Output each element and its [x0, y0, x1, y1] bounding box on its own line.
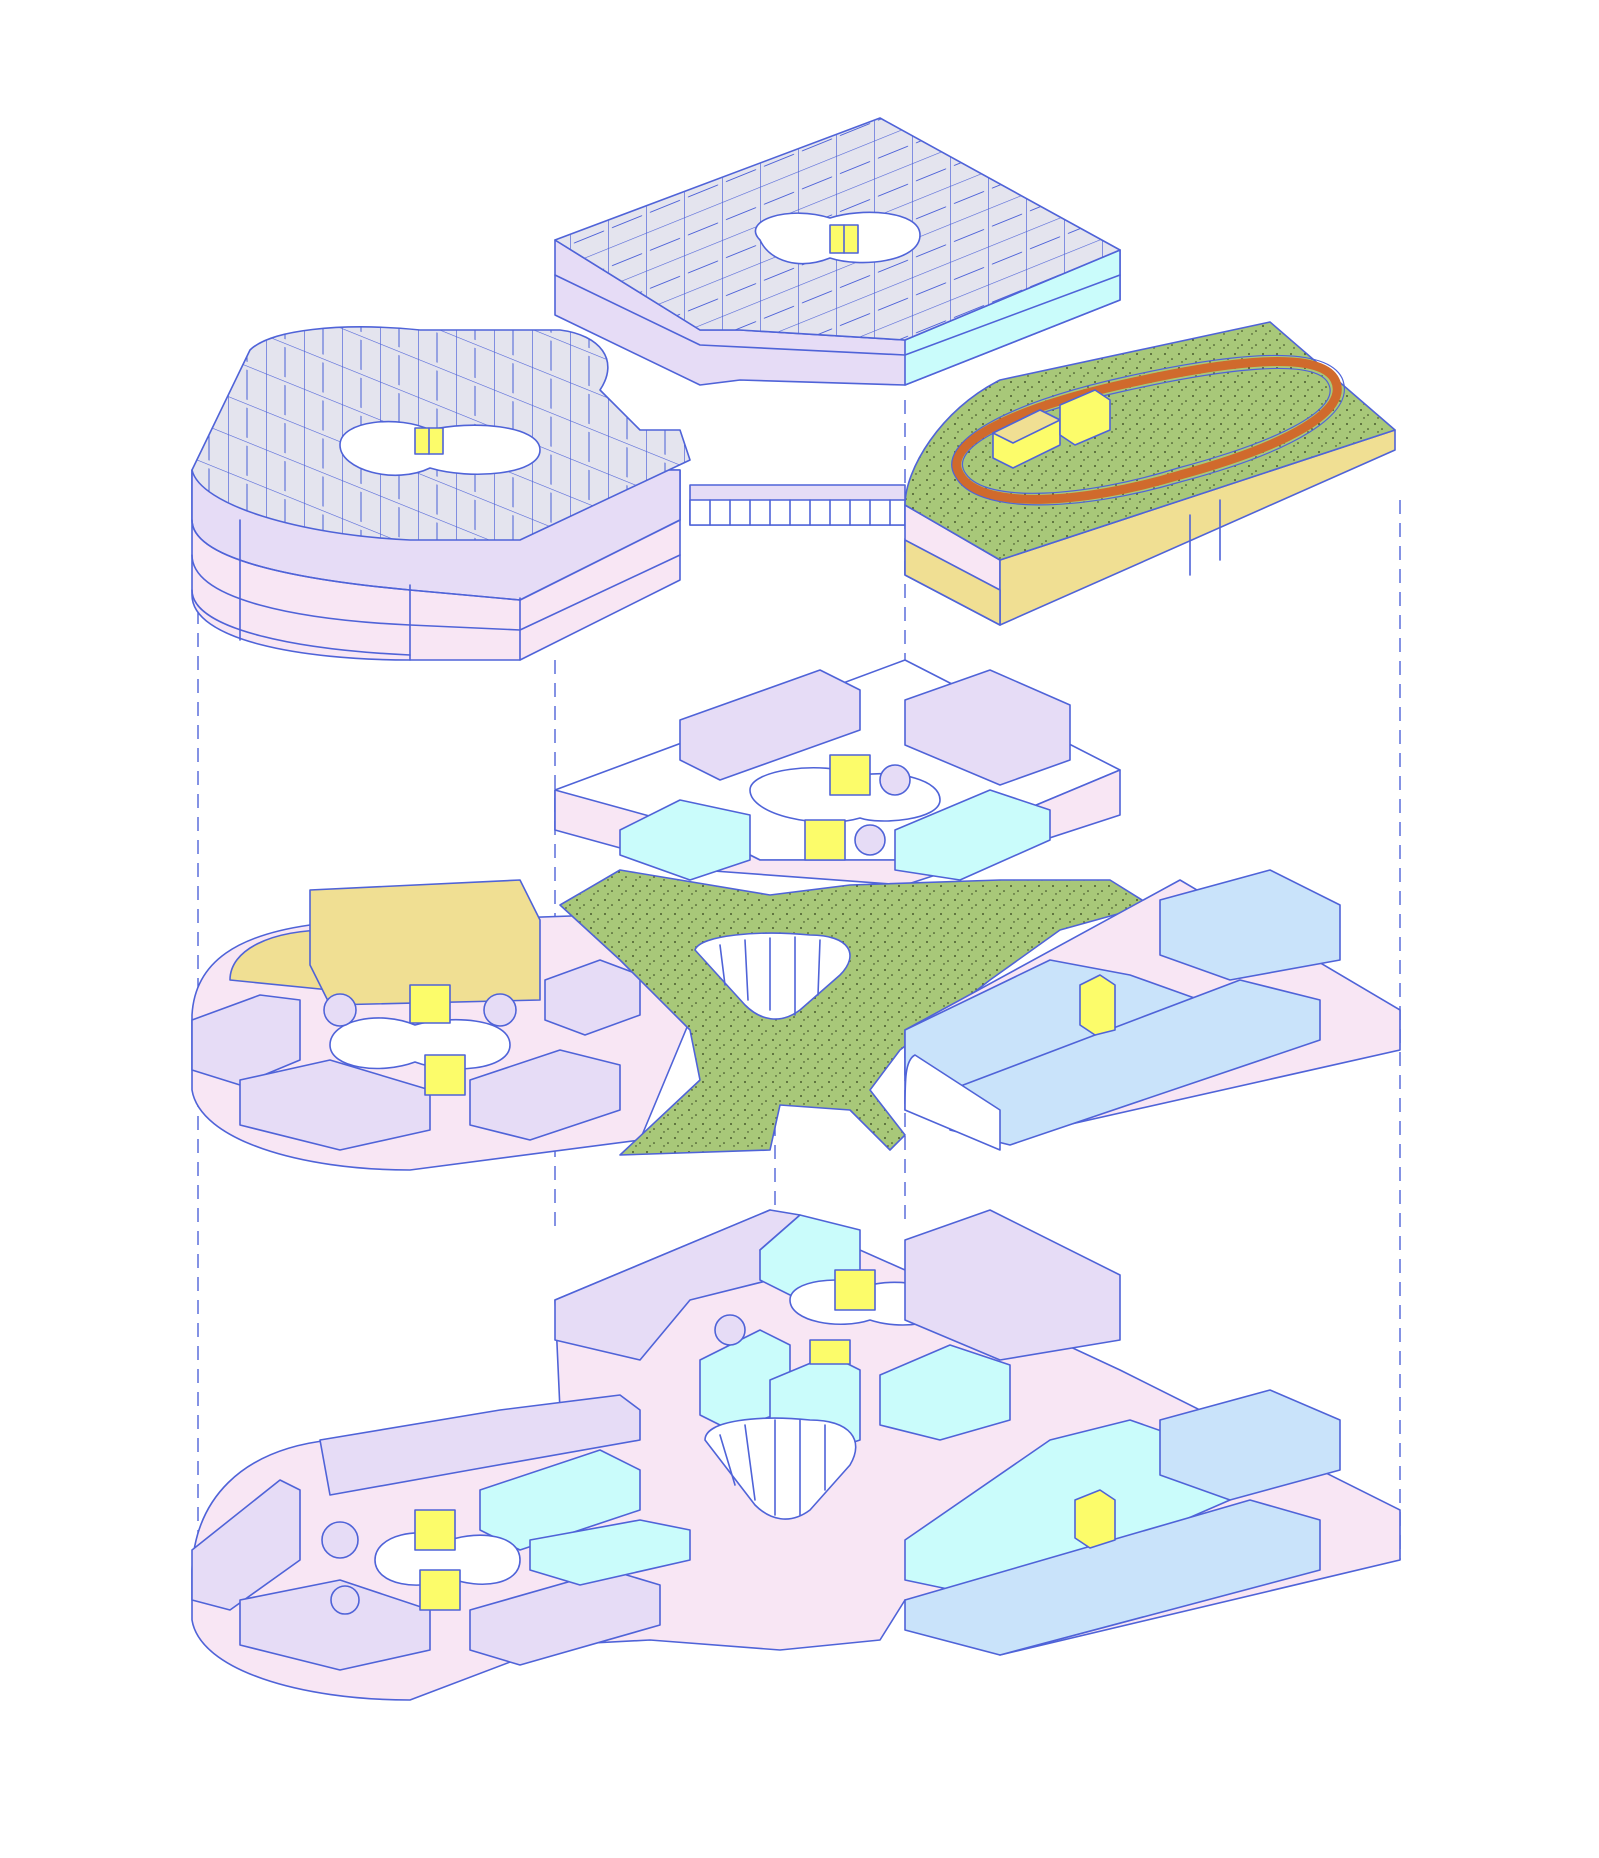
upper-floor-plate [554, 659, 1121, 886]
upper-building-roof [554, 117, 1121, 386]
left-building-roof [191, 326, 691, 661]
middle-level-with-green-plaza [191, 869, 1401, 1171]
ground-level [191, 1209, 1401, 1701]
sports-roof-with-running-track [904, 321, 1396, 626]
skybridge [689, 484, 906, 526]
